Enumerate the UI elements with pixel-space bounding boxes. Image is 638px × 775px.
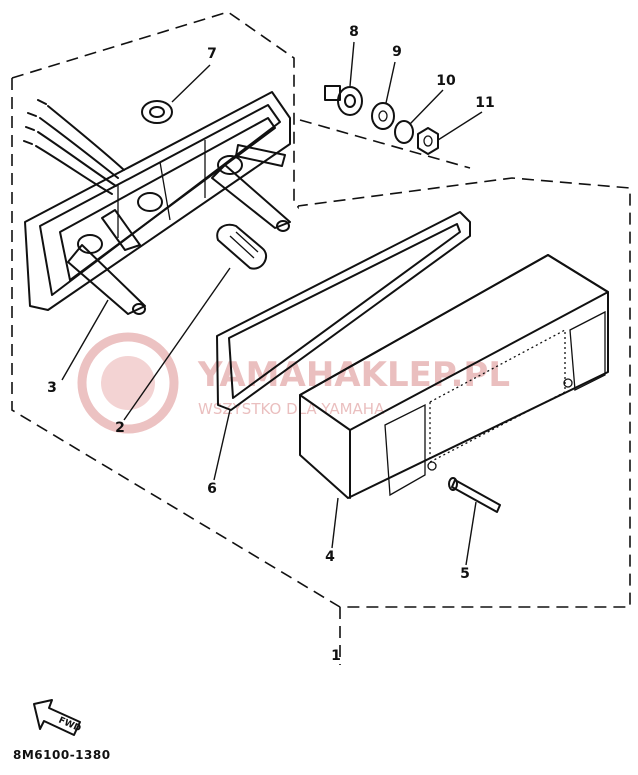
leader-part-6	[213, 409, 231, 481]
leader-part-7	[171, 64, 211, 103]
collar-hole	[344, 94, 356, 108]
leader-lines	[61, 41, 483, 566]
screw	[448, 477, 501, 513]
nut-hole	[423, 135, 433, 147]
leader-part-9	[385, 61, 396, 104]
callout-8: 8	[349, 24, 359, 40]
housing-dividers	[117, 140, 206, 238]
lens-screw-hole-right	[563, 378, 573, 388]
gasket-inner	[228, 223, 461, 399]
callout-10: 10	[436, 73, 456, 89]
lens-center-panel	[429, 328, 566, 464]
leader-part-5	[465, 501, 477, 566]
socket-right-tip	[276, 220, 290, 232]
callout-9: 9	[392, 44, 402, 60]
mounting-hardware	[324, 85, 439, 155]
screw-head	[448, 477, 458, 491]
collar-stem	[324, 85, 341, 101]
assembly-outline	[11, 11, 631, 665]
leader-part-10	[409, 89, 444, 125]
leader-part-11	[437, 111, 483, 141]
watermark-logo-ring	[77, 332, 179, 434]
watermark: YAMAHAKLEP.PL WSZYSTKO DLA YAMAHA	[77, 332, 510, 434]
lens-reflector-left	[384, 403, 426, 497]
socket-left-tip	[132, 303, 146, 315]
callout-3: 3	[47, 380, 57, 396]
socket-left	[67, 244, 146, 315]
lens-reflector-right	[569, 310, 606, 392]
callout-1: 1	[331, 648, 341, 664]
screw-shank	[451, 479, 501, 513]
wire-terminals	[23, 99, 47, 145]
housing-outer	[24, 91, 291, 311]
housing-inner-rim	[39, 104, 281, 296]
socket-left-mouth	[77, 234, 103, 254]
wire-2	[37, 131, 117, 187]
grommet-outer	[141, 100, 173, 124]
leader-part-2	[123, 267, 231, 421]
wire-3	[35, 145, 113, 195]
drawing-code: 8M6100-1380	[13, 748, 111, 762]
washer-hole	[378, 110, 388, 122]
forward-arrow-icon	[33, 699, 81, 736]
rear-group-outline-top	[11, 11, 299, 210]
callout-4: 4	[325, 549, 335, 565]
housing-cavity	[59, 117, 276, 281]
callout-2: 2	[115, 420, 125, 436]
socket-mid-mouth	[137, 192, 163, 212]
watermark-logo-core	[101, 356, 155, 410]
grommet-hole	[149, 106, 165, 118]
bulb-glass	[216, 223, 268, 270]
watermark-subtitle: WSZYSTKO DLA YAMAHA	[198, 400, 385, 418]
lens-screw-hole-left	[427, 461, 437, 471]
wire-1	[39, 117, 119, 179]
watermark-title: YAMAHAKLEP.PL	[197, 355, 510, 395]
gasket-outer	[216, 211, 471, 411]
gasket	[216, 211, 471, 411]
forward-arrow-label: FWD	[57, 716, 83, 735]
main-group-outline	[11, 78, 631, 608]
wire-4	[47, 105, 125, 171]
part-callouts: 1 2 3 4 5 6 7 8 9 10 11	[47, 24, 495, 664]
socket-right-mouth	[217, 155, 243, 175]
lock-washer	[394, 120, 414, 144]
hardware-link-line	[299, 119, 471, 169]
collar	[337, 86, 363, 116]
callout-11: 11	[475, 95, 494, 111]
lens-top-face	[299, 254, 609, 431]
bulb	[216, 223, 268, 270]
lens	[299, 254, 609, 499]
leader-part-4	[331, 497, 339, 549]
nut	[417, 127, 439, 155]
bulb-filament	[229, 231, 259, 259]
callout-6: 6	[207, 481, 217, 497]
socket-right	[211, 164, 291, 229]
forward-arrow: FWD	[33, 699, 83, 736]
callout-7: 7	[207, 46, 217, 62]
washer	[371, 102, 395, 130]
mount-stud-upper	[235, 144, 286, 167]
callout-5: 5	[460, 566, 470, 582]
leader-part-3	[61, 299, 109, 381]
leader-part-8	[349, 41, 355, 87]
lamp-housing	[23, 91, 291, 315]
grommet	[141, 100, 173, 124]
socket-mid	[101, 209, 141, 251]
